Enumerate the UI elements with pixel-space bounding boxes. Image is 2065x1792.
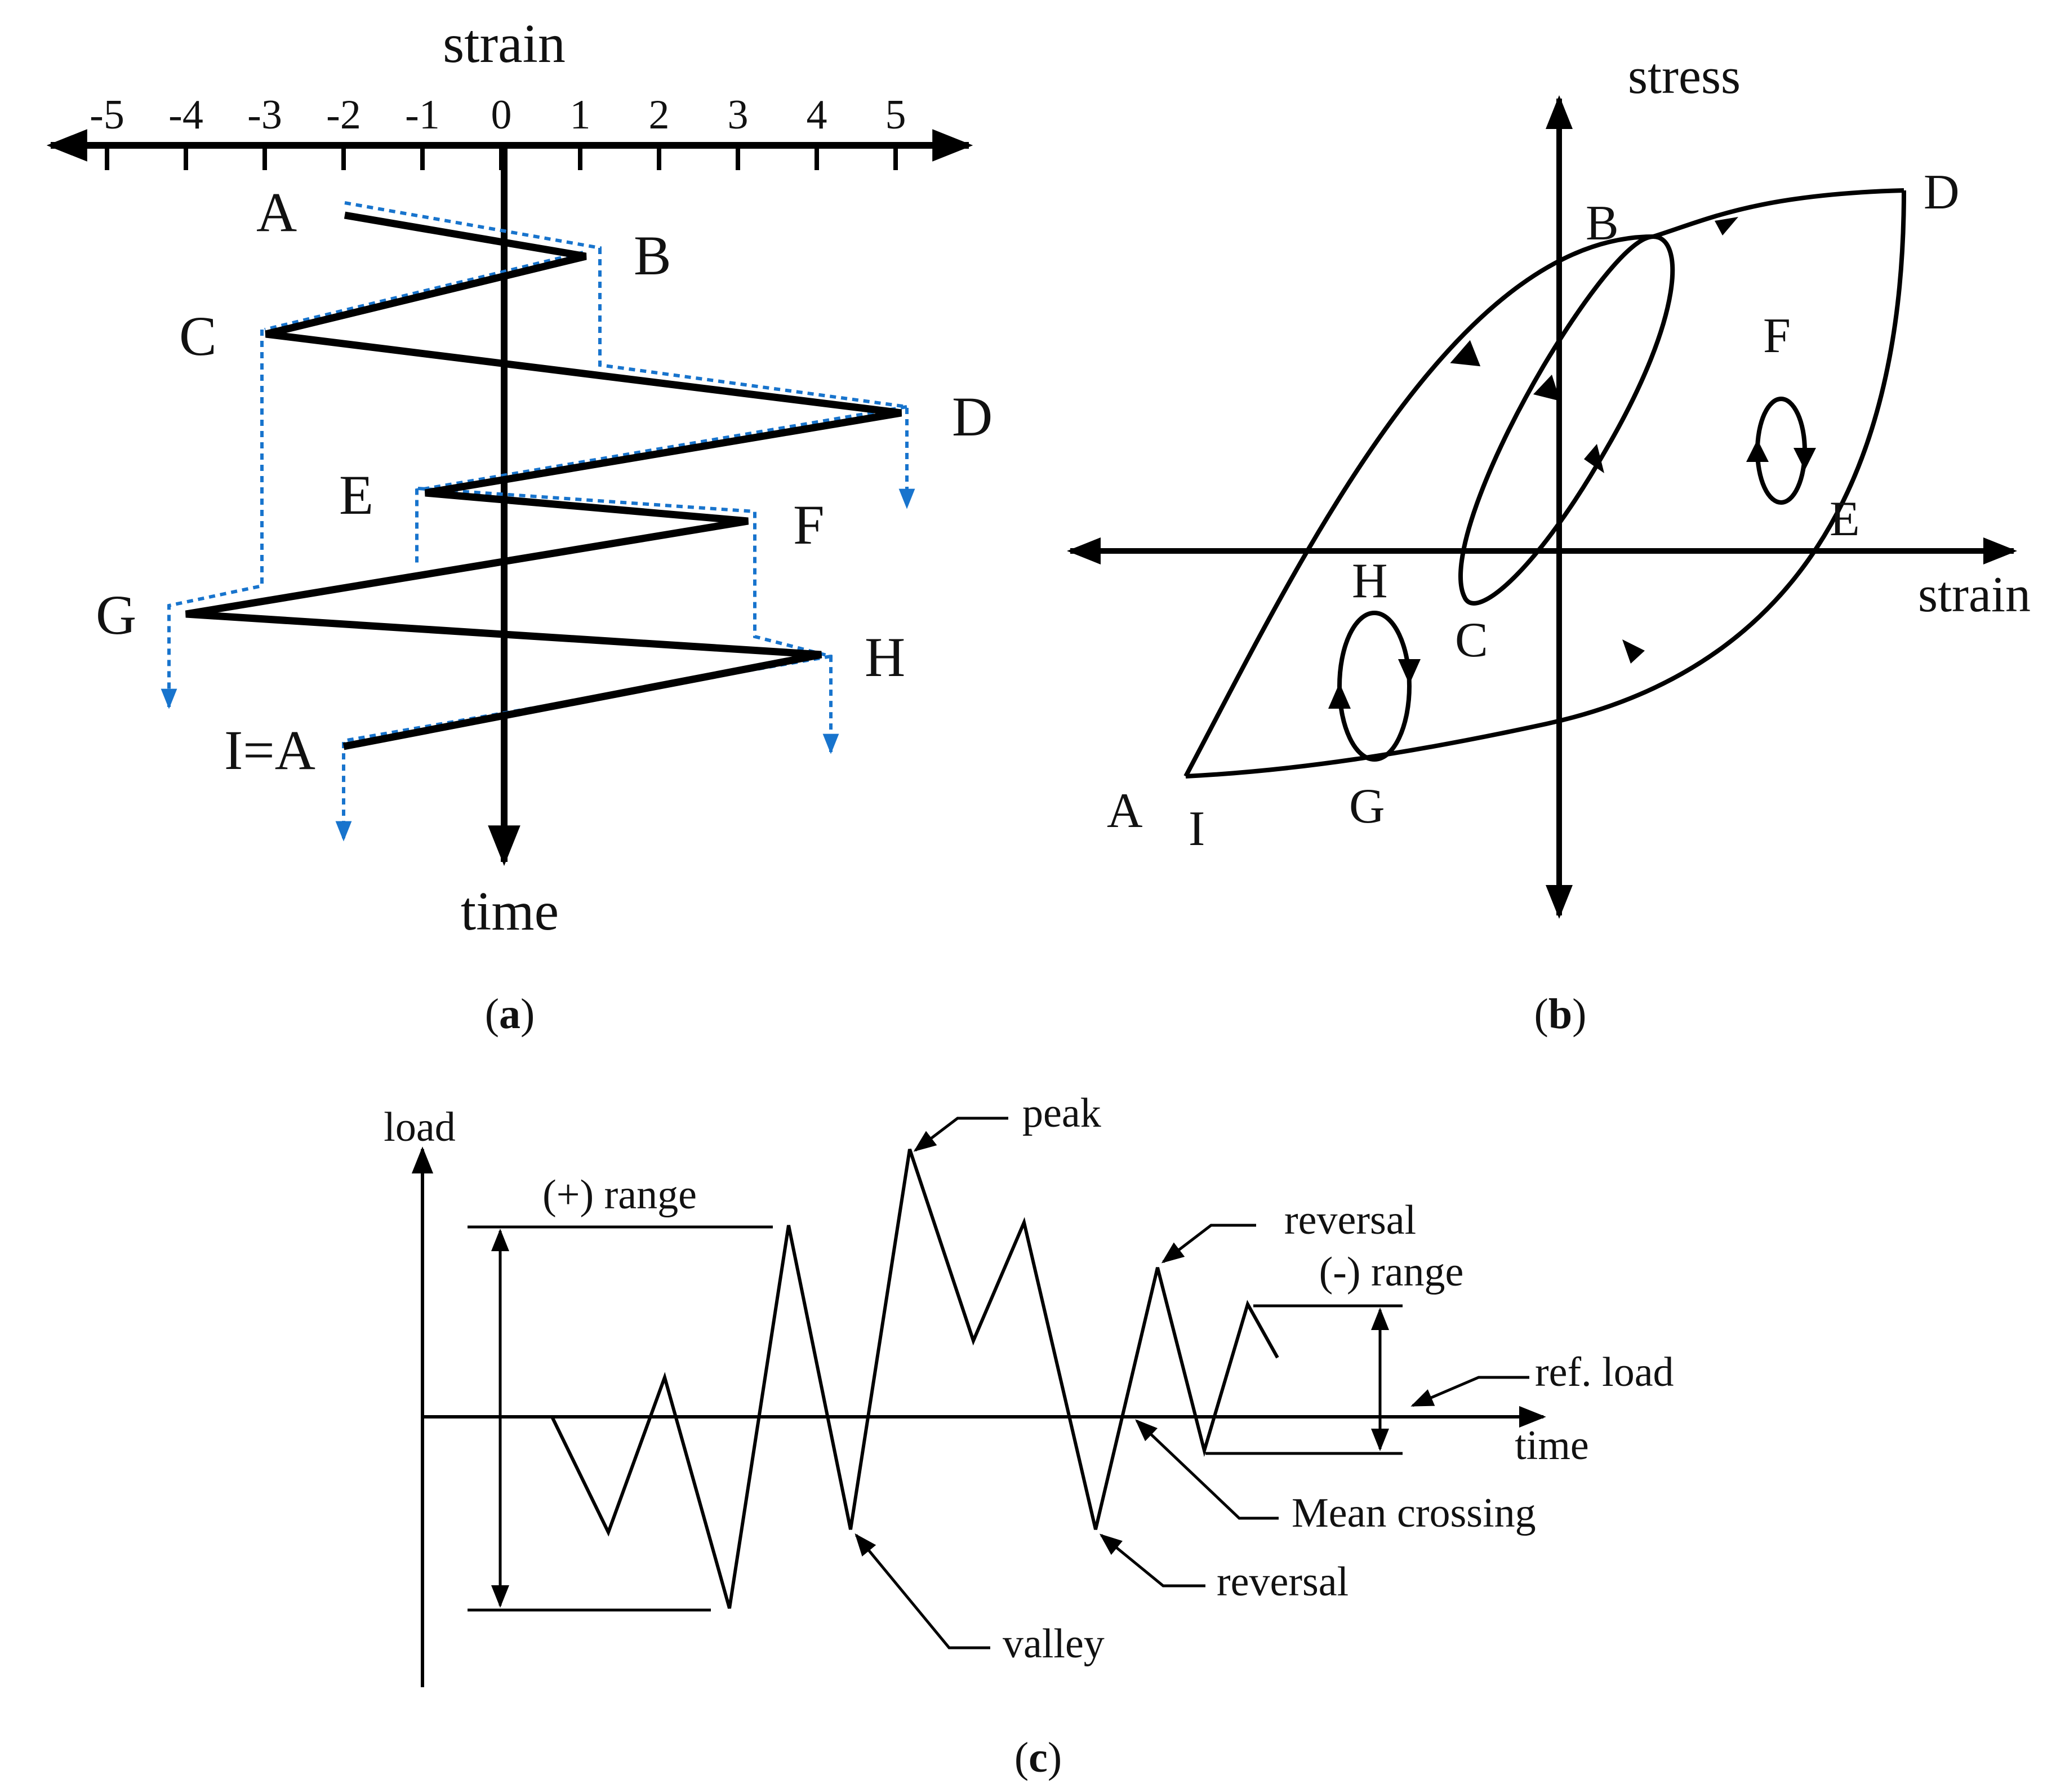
point-label-c: C <box>1455 613 1488 668</box>
caption-b: (b) <box>1534 990 1587 1038</box>
plus-range-dimension <box>468 1225 773 1612</box>
valley-callout <box>855 1533 990 1649</box>
strain-tick-labels: -5 -4 -3 -2 -1 0 1 2 3 4 5 <box>90 92 906 138</box>
minus-range-dimension <box>1205 1304 1403 1455</box>
caption-a: (a) <box>485 990 535 1038</box>
inner-loop-b-c <box>1458 234 1675 606</box>
reversal-top-label: reversal <box>1284 1197 1416 1243</box>
point-label-b: B <box>1586 196 1619 251</box>
point-labels-b: A I B C D E F G H <box>1107 165 1960 856</box>
point-labels-a: A B C D E F G H I=A <box>96 181 993 781</box>
flow-arrow <box>1450 340 1481 367</box>
rainflow-path-i <box>335 655 831 842</box>
callouts <box>855 1117 1529 1649</box>
flow-arrow <box>1622 639 1645 664</box>
tick-label: 3 <box>728 92 749 138</box>
peak-callout <box>913 1117 1008 1152</box>
strain-axis-label-b: strain <box>1918 567 2031 622</box>
caption-c-letter: c <box>1029 1734 1048 1781</box>
rainflow-path-c <box>161 330 264 709</box>
load-axis-label: load <box>384 1104 455 1150</box>
point-label-h: H <box>865 626 905 688</box>
point-label-g: G <box>96 584 136 646</box>
tick-label: -2 <box>326 92 361 138</box>
caption-c: (c) <box>1014 1734 1062 1781</box>
loop-g-h-path <box>1337 611 1412 762</box>
mean-crossing-callout <box>1135 1419 1279 1520</box>
unloading-branch-d-a <box>1185 190 1906 779</box>
annotation-labels: peak reversal ref. load Mean crossing re… <box>1003 1090 1674 1667</box>
inner-loop-g-h <box>1328 611 1421 762</box>
point-label-e: E <box>1830 492 1860 546</box>
tick-label: 0 <box>491 92 512 138</box>
point-label-i: I <box>1189 802 1205 856</box>
reversal-top-callout <box>1161 1224 1256 1264</box>
point-label-f: F <box>793 493 825 556</box>
point-label-h: H <box>1352 554 1388 608</box>
point-label-d: D <box>952 385 993 448</box>
tick-label: -1 <box>405 92 440 138</box>
rainflow-path-d <box>415 405 907 566</box>
tick-label: 1 <box>570 92 591 138</box>
rainflow-paths <box>161 201 915 842</box>
panel-b: stress strain A <box>1067 48 2031 1038</box>
flow-arrow <box>1746 439 1769 462</box>
minus-range-label: (-) range <box>1319 1249 1464 1295</box>
ref-load-callout <box>1410 1376 1529 1407</box>
reversal-bottom-callout <box>1099 1533 1205 1588</box>
caption-a-letter: a <box>499 990 520 1038</box>
time-axis-label: time <box>461 881 559 942</box>
tick-label: -5 <box>90 92 124 138</box>
tick-label: -3 <box>247 92 282 138</box>
point-label-b: B <box>634 224 671 287</box>
point-label-c: C <box>179 305 217 367</box>
rainflow-path-b <box>264 251 584 331</box>
flow-arrow <box>1328 683 1351 709</box>
point-label-a: A <box>1107 784 1143 838</box>
load-signal <box>550 1149 1279 1609</box>
flow-arrow <box>1584 444 1604 473</box>
tick-label: 4 <box>807 92 827 138</box>
point-label-g: G <box>1349 779 1385 834</box>
point-label-f: F <box>1763 309 1791 363</box>
loop-b-c-path <box>1458 234 1675 606</box>
flow-arrow <box>1398 659 1421 684</box>
point-label-e: E <box>339 464 373 526</box>
tick-label: 2 <box>649 92 670 138</box>
point-label-d: D <box>1924 165 1960 220</box>
strain-tick-marks <box>105 145 898 170</box>
caption-b-letter: b <box>1548 990 1572 1038</box>
tick-label: -4 <box>168 92 203 138</box>
strain-history-line <box>185 211 902 750</box>
flow-arrow <box>1715 217 1738 235</box>
plus-range-label: (+) range <box>542 1172 697 1218</box>
stress-axis-label: stress <box>1628 48 1741 104</box>
panel-a: -5 -4 -3 -2 -1 0 1 2 3 4 5 strain time <box>46 14 993 1038</box>
point-label-i: I=A <box>224 719 315 781</box>
flow-arrow <box>1793 448 1816 470</box>
flow-arrow <box>1533 375 1560 401</box>
strain-axis-label: strain <box>443 14 566 74</box>
valley-label: valley <box>1003 1621 1105 1667</box>
panel-c: load time (+) range (-) range pea <box>384 1090 1674 1781</box>
loading-branch-a-d <box>1183 188 1904 777</box>
reversal-bottom-label: reversal <box>1217 1559 1349 1605</box>
tick-label: 5 <box>885 92 906 138</box>
inner-loop-e-f <box>1746 397 1816 505</box>
point-label-a: A <box>256 181 297 243</box>
ref-load-label: ref. load <box>1535 1349 1674 1395</box>
outer-hysteresis-loop <box>1183 188 1906 779</box>
mean-crossing-label: Mean crossing <box>1292 1490 1536 1536</box>
rainflow-path-e <box>417 487 839 754</box>
rainflow-path-a <box>344 201 915 509</box>
time-axis-label-c: time <box>1515 1422 1589 1469</box>
peak-label: peak <box>1022 1090 1101 1136</box>
